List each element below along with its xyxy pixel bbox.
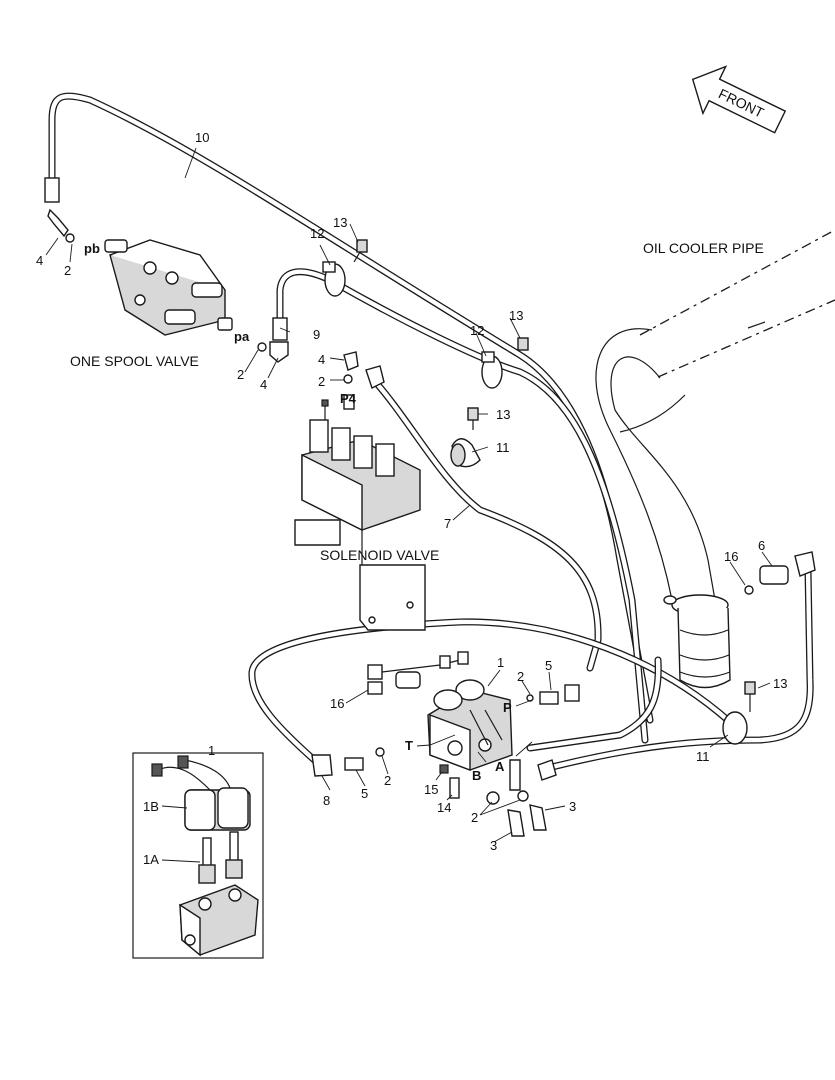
oil-cooler-pipe <box>595 229 835 689</box>
callout-2-pa: 2 <box>237 367 244 382</box>
callout-12-b: 12 <box>470 323 484 338</box>
callout-14: 14 <box>437 800 451 815</box>
callout-6: 6 <box>758 538 765 553</box>
hose-loop <box>248 618 734 769</box>
callout-3-b: 3 <box>490 838 497 853</box>
callout-13-c: 13 <box>496 407 510 422</box>
hose-7 <box>368 374 602 672</box>
fitting-5-lower <box>344 757 364 771</box>
bolt-13-b <box>517 337 529 351</box>
inset-panel <box>132 752 264 959</box>
callout-13-d: 13 <box>773 676 787 691</box>
fitting-5-upper <box>539 684 580 705</box>
inset-cartridges <box>198 831 243 884</box>
bolt-13-c <box>467 407 479 430</box>
callout-7: 7 <box>444 516 451 531</box>
grommet-11 <box>450 438 481 468</box>
callout-3-a: 3 <box>569 799 576 814</box>
port-p4-label: P4 <box>340 391 357 406</box>
leader-lines <box>45 147 773 863</box>
callout-5-b: 5 <box>361 786 368 801</box>
port-pb-label: pb <box>84 241 100 256</box>
fittings-3 <box>486 759 557 837</box>
fitting-6 <box>744 551 816 595</box>
port-pa-label: pa <box>234 329 250 344</box>
clamp-12-upper <box>322 261 346 297</box>
callout-5-a: 5 <box>545 658 552 673</box>
callout-2-top: 2 <box>64 263 71 278</box>
port-p-label: P <box>503 700 512 715</box>
front-arrow: FRONT <box>691 65 787 134</box>
callout-4-p4: 4 <box>318 352 325 367</box>
callout-11-b: 11 <box>696 749 710 764</box>
hose-a-line <box>526 656 662 752</box>
bolt-13-a <box>353 239 368 263</box>
callout-2-p: 2 <box>517 669 524 684</box>
clamp-11-lower <box>722 711 748 745</box>
solenoid-valve-caption: SOLENOID VALVE <box>320 547 439 563</box>
callout-2-ab: 2 <box>471 810 478 825</box>
callout-10: 10 <box>195 130 209 145</box>
callout-2-p4: 2 <box>318 374 325 389</box>
inset-valve-body <box>179 884 259 957</box>
fitting-4-p4 <box>343 351 385 389</box>
callout-15: 15 <box>424 782 438 797</box>
port-t-label: T <box>405 738 413 753</box>
callout-9: 9 <box>313 327 320 342</box>
bolt-15-14 <box>439 764 460 799</box>
callout-8: 8 <box>323 793 330 808</box>
callout-13-a: 13 <box>333 215 347 230</box>
inset-callout-1a: 1A <box>143 852 159 867</box>
hose-cooler <box>544 566 814 772</box>
callout-11-a: 11 <box>496 440 510 455</box>
callout-12-a: 12 <box>310 226 324 241</box>
bolt-13-d <box>744 681 756 712</box>
fitting-4-top <box>44 177 75 243</box>
callout-2-t: 2 <box>384 773 391 788</box>
callout-4-top: 4 <box>36 253 43 268</box>
clamp-12-lower <box>481 351 503 389</box>
callout-1: 1 <box>497 655 504 670</box>
inset-title: 1 <box>208 743 215 758</box>
oring-2-p <box>526 694 534 702</box>
port-a-label: A <box>495 759 505 774</box>
port-b-label: B <box>472 768 481 783</box>
callout-13-b: 13 <box>509 308 523 323</box>
callout-16-a: 16 <box>724 549 738 564</box>
valve-assembly-1 <box>427 679 513 772</box>
oil-cooler-pipe-caption: OIL COOLER PIPE <box>643 240 764 256</box>
callout-4-pa: 4 <box>260 377 267 392</box>
inset-coils <box>151 755 251 831</box>
oring-2-t <box>375 747 385 757</box>
fitting-9-end <box>257 317 289 363</box>
one-spool-valve-caption: ONE SPOOL VALVE <box>70 353 199 369</box>
fitting-8 <box>311 754 333 777</box>
inset-callout-1b: 1B <box>143 799 159 814</box>
solenoid-valve <box>294 394 426 631</box>
callout-16-b: 16 <box>330 696 344 711</box>
connector-16 <box>367 651 469 695</box>
one-spool-valve <box>104 239 233 336</box>
callout-numbers: 10 4 2 13 12 9 2 4 4 2 13 12 13 11 7 6 1… <box>36 130 787 853</box>
